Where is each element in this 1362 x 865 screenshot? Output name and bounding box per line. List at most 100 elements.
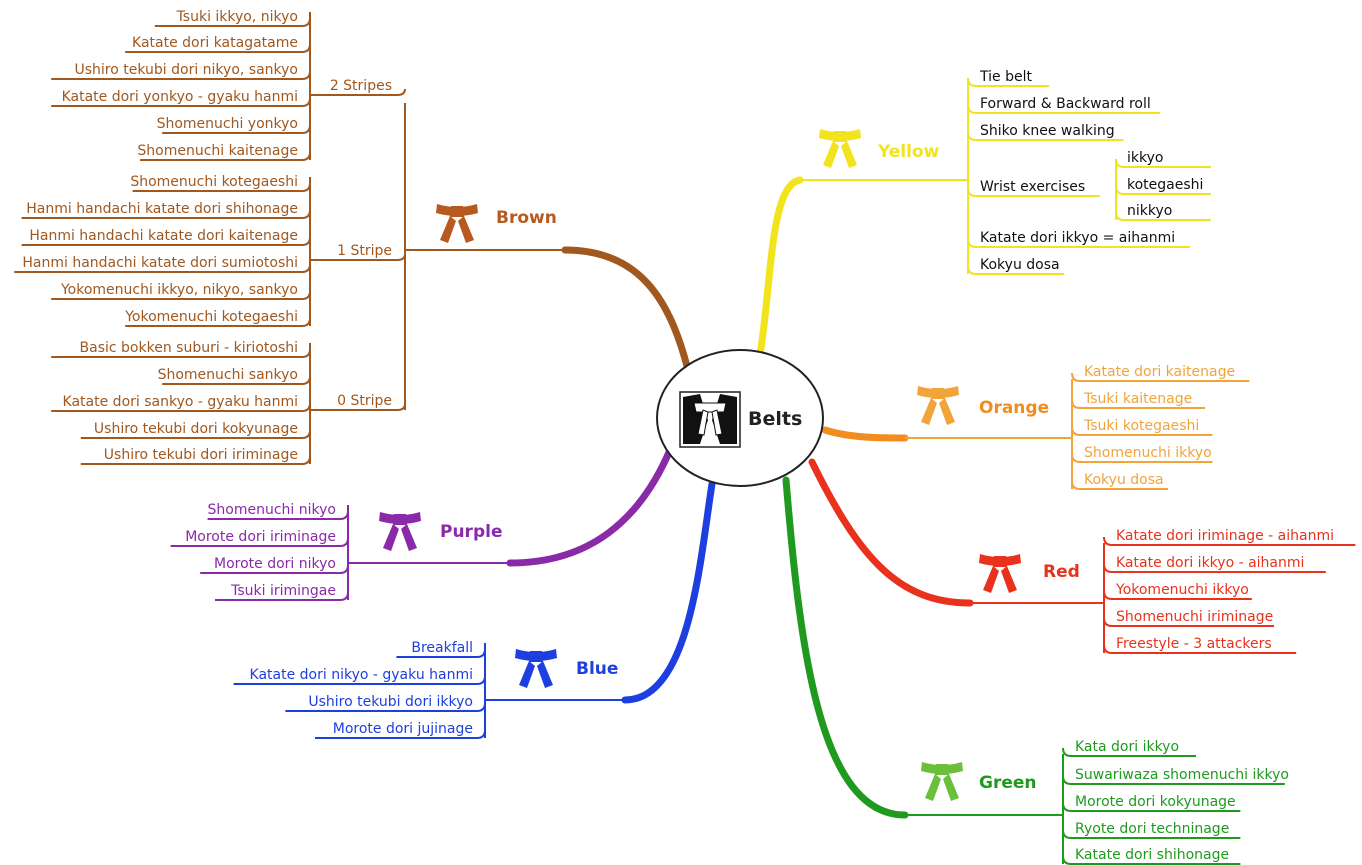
leaf-underline xyxy=(967,238,1190,248)
leaf-item[interactable]: Katate dori nikyo - gyaku hanmi xyxy=(233,667,486,685)
leaf-item[interactable]: Katate dori sankyo - gyaku hanmi xyxy=(51,394,311,412)
leaf-item[interactable]: Shomenuchi yonkyo xyxy=(157,116,311,134)
blue-branch-title[interactable]: Blue xyxy=(576,659,618,679)
leaf-item[interactable]: Tsuki irimingae xyxy=(215,583,349,601)
leaf-label: Yokomenuchi ikkyo, nikyo, sankyo xyxy=(60,282,298,298)
leaf-item[interactable]: Shomenuchi iriminage xyxy=(1103,609,1274,627)
wrist-subitem[interactable]: kotegaeshi xyxy=(1115,177,1211,195)
leaf-item[interactable]: Shomenuchi sankyo xyxy=(158,367,311,385)
orange-branch-line xyxy=(821,426,909,442)
leaf-item[interactable]: Tsuki kaitenage xyxy=(1071,391,1205,409)
leaf-item[interactable]: Ushiro tekubi dori ikkyo xyxy=(285,694,486,712)
leaf-underline xyxy=(967,187,1100,197)
leaf-item[interactable]: Katate dori ikkyo - aihanmi xyxy=(1103,555,1326,573)
leaf-label: Katate dori ikkyo - aihanmi xyxy=(1116,555,1304,571)
gi-icon xyxy=(679,391,741,448)
leaf-item[interactable]: Hanmi handachi katate dori sumiotoshi xyxy=(14,255,311,273)
leaf-item[interactable]: Tie belt xyxy=(967,69,1050,87)
wrist-subitem[interactable]: ikkyo xyxy=(1115,150,1211,168)
leaf-label: Tie belt xyxy=(979,69,1032,85)
leaf-label: Katate dori katagatame xyxy=(132,35,298,51)
leaf-item[interactable]: Basic bokken suburi - kiriotoshi xyxy=(51,340,311,358)
leaf-item[interactable]: Tsuki ikkyo, nikyo xyxy=(154,9,311,27)
leaf-item[interactable]: Tsuki kotegaeshi xyxy=(1071,418,1213,436)
leaf-item[interactable]: Morote dori iriminage xyxy=(170,529,349,547)
leaf-label: Shomenuchi yonkyo xyxy=(157,116,298,132)
leaf-item[interactable]: Ushiro tekubi dori nikyo, sankyo xyxy=(51,62,311,80)
leaf-item[interactable]: Freestyle - 3 attackers xyxy=(1103,636,1297,654)
leaf-item[interactable]: Katate dori iriminage - aihanmi xyxy=(1103,528,1356,546)
leaf-item[interactable]: Morote dori kokyunage xyxy=(1062,794,1241,812)
leaf-underline xyxy=(1071,426,1213,436)
stripe-underline xyxy=(310,88,406,96)
leaf-underline xyxy=(125,43,311,53)
wrist-subitem[interactable]: nikkyo xyxy=(1115,203,1211,221)
leaf-item[interactable]: Ryote dori techninage xyxy=(1062,821,1241,839)
leaf-item[interactable]: Hanmi handachi katate dori kaitenage xyxy=(21,228,311,246)
green-branch-title[interactable]: Green xyxy=(979,773,1037,793)
leaf-item[interactable]: Shomenuchi kaitenage xyxy=(137,143,311,161)
leaf-label: Breakfall xyxy=(411,640,473,656)
stripe-label: 0 Stripe xyxy=(337,393,392,409)
leaf-item[interactable]: Yokomenuchi ikkyo, nikyo, sankyo xyxy=(51,282,311,300)
leaf-underline xyxy=(1062,802,1241,812)
leaf-item[interactable]: Shomenuchi ikkyo xyxy=(1071,445,1213,463)
leaf-item[interactable]: Yokomenuchi kotegaeshi xyxy=(124,309,311,327)
leaf-item[interactable]: Kokyu dosa xyxy=(967,257,1064,275)
leaf-item[interactable]: Ushiro tekubi dori kokyunage xyxy=(80,421,311,439)
leaf-label: Basic bokken suburi - kiriotoshi xyxy=(80,340,298,356)
leaf-item[interactable]: Hanmi handachi katate dori shihonage xyxy=(21,201,311,219)
leaf-underline xyxy=(967,104,1161,114)
leaf-item[interactable]: Katate dori ikkyo = aihanmi xyxy=(967,230,1190,248)
leaf-item[interactable]: Breakfall xyxy=(396,640,486,658)
stripe-group[interactable]: 2 Stripes xyxy=(310,78,406,96)
leaf-item[interactable]: Ushiro tekubi dori iriminage xyxy=(80,447,311,465)
leaf-label: Morote dori iriminage xyxy=(185,529,336,545)
red-branch-title[interactable]: Red xyxy=(1043,562,1080,582)
stripe-group[interactable]: 1 Stripe xyxy=(310,243,406,261)
leaf-item[interactable]: Katate dori katagatame xyxy=(125,35,311,53)
green-branch-line xyxy=(782,476,909,819)
leaf-label: Tsuki kotegaeshi xyxy=(1083,418,1199,434)
orange-branch-title[interactable]: Orange xyxy=(979,398,1049,418)
leaf-item[interactable]: Shomenuchi kotegaeshi xyxy=(130,174,311,192)
leaf-item[interactable]: Shomenuchi nikyo xyxy=(208,502,349,520)
leaf-underline xyxy=(1115,211,1211,221)
leaf-label: Forward & Backward roll xyxy=(980,96,1151,112)
center-node[interactable]: Belts xyxy=(656,349,824,487)
leaf-label: Ushiro tekubi dori kokyunage xyxy=(94,421,298,437)
leaf-underline xyxy=(1103,617,1274,627)
brown-branch-title[interactable]: Brown xyxy=(496,208,557,228)
brown-branch-line xyxy=(561,246,692,374)
leaf-item[interactable]: Forward & Backward roll xyxy=(967,96,1161,114)
leaf-item[interactable]: Kokyu dosa xyxy=(1071,472,1168,490)
leaf-underline xyxy=(162,124,311,134)
leaf-underline xyxy=(200,564,349,574)
leaf-item[interactable]: Wrist exercises xyxy=(967,179,1100,197)
leaf-item[interactable]: Katate dori shihonage xyxy=(1062,847,1241,865)
leaf-label: Kata dori ikkyo xyxy=(1075,739,1179,755)
leaf-label: Tsuki irimingae xyxy=(230,583,336,599)
leaf-item[interactable]: Kata dori ikkyo xyxy=(1062,739,1196,757)
leaf-underline xyxy=(315,729,486,739)
leaf-underline xyxy=(14,263,311,273)
purple-belt-icon xyxy=(379,512,421,551)
leaf-label: Shiko knee walking xyxy=(980,123,1115,139)
yellow-branch-title[interactable]: Yellow xyxy=(877,142,940,162)
leaf-item[interactable]: Morote dori jujinage xyxy=(315,721,486,739)
leaf-underline xyxy=(233,675,486,685)
leaf-underline xyxy=(21,236,311,246)
leaf-item[interactable]: Yokomenuchi ikkyo xyxy=(1103,582,1252,600)
leaf-label: Ushiro tekubi dori ikkyo xyxy=(308,694,473,710)
leaf-underline xyxy=(967,77,1050,87)
purple-branch-title[interactable]: Purple xyxy=(440,522,502,542)
leaf-item[interactable]: Katate dori yonkyo - gyaku hanmi xyxy=(51,89,311,107)
leaf-item[interactable]: Shiko knee walking xyxy=(967,123,1124,141)
leaf-item[interactable]: Morote dori nikyo xyxy=(200,556,349,574)
leaf-item[interactable]: Katate dori kaitenage xyxy=(1071,364,1250,382)
leaf-item[interactable]: Suwariwaza shomenuchi ikkyo xyxy=(1062,767,1289,785)
stripe-group[interactable]: 0 Stripe xyxy=(310,393,406,411)
